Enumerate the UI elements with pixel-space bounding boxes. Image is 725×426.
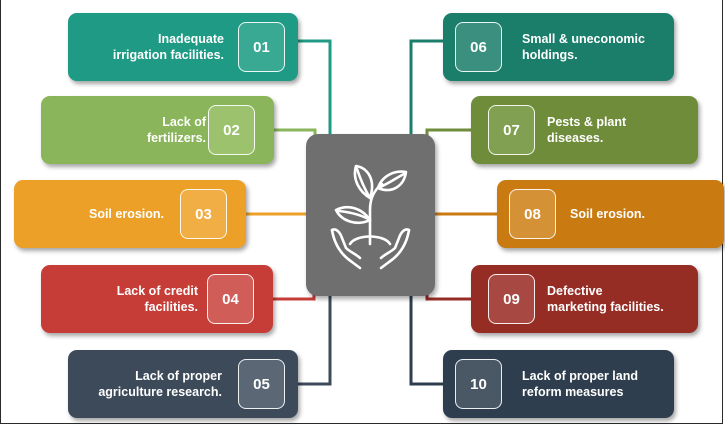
factor-number-badge: 06 [455,22,502,72]
factor-text: Lack of proper agriculture research. [98,350,222,418]
factor-text: Lack of proper land reform measures [522,350,638,418]
connector-line-05 [298,296,332,386]
factor-card-06: 06 Small & uneconomic holdings. [443,13,674,81]
factor-text: Small & uneconomic holdings. [522,13,645,81]
factor-text-line2: diseases. [547,131,604,145]
connector-line-07 [425,128,471,140]
factor-text-line1: Lack of proper [135,369,222,383]
factor-text-line2: holdings. [522,48,578,62]
factor-text: Inadequate irrigation facilities. [113,13,224,81]
connector-line-09 [425,290,471,301]
factor-text-line2: reform measures [522,385,624,399]
factor-card-05: Lack of proper agriculture research. 05 [68,350,298,418]
factor-text-line2: facilities. [144,300,199,314]
factor-text-line1: Soil erosion. [570,207,646,221]
factor-number-badge: 02 [208,105,255,155]
factor-card-10: 10 Lack of proper land reform measures [443,350,674,418]
plant-in-hands-icon [330,164,411,270]
factor-text-line1: Soil erosion. [88,207,164,221]
factor-text-line1: Lack of [162,115,206,129]
factor-text-line1: Pests & plant [547,115,627,129]
factor-number-badge: 01 [238,22,285,72]
factor-number-badge: 07 [488,105,535,155]
factor-text-line1: Defective [547,284,603,298]
factor-text-line1: Small & uneconomic [522,32,645,46]
factor-text: Defective marketing facilities. [547,265,664,333]
factor-card-07: 07 Pests & plant diseases. [471,96,698,164]
factor-text-line2: agriculture research. [98,385,222,399]
connector-line-10 [409,296,443,386]
factor-text-line2: fertilizers. [146,131,206,145]
factor-text: Soil erosion. [570,180,645,248]
factor-number-badge: 03 [180,189,227,239]
factor-text: Lack of fertilizers. [147,96,206,164]
factor-text: Lack of credit facilities. [117,265,198,333]
factor-number-badge: 04 [207,274,254,324]
factor-text: Soil erosion. [89,180,164,248]
factor-text-line2: irrigation facilities. [112,48,224,62]
factor-text-line1: Inadequate [158,32,224,46]
factor-text: Pests & plant diseases. [547,96,626,164]
factor-number-badge: 10 [455,359,502,409]
connector-line-06 [409,39,443,134]
factor-card-02: Lack of fertilizers. 02 [41,96,274,164]
factor-card-01: Inadequate irrigation facilities. 01 [68,13,298,81]
factor-number-badge: 09 [488,274,535,324]
factor-number-badge: 05 [238,359,285,409]
factor-card-08: 08 Soil erosion. [497,180,724,248]
factor-text-line1: Lack of proper land [522,369,638,383]
factor-text-line1: Lack of credit [116,284,198,298]
center-hub [306,134,435,296]
factor-card-09: 09 Defective marketing facilities. [471,265,698,333]
factor-card-04: Lack of credit facilities. 04 [41,265,273,333]
connector-line-01 [298,39,332,134]
factor-text-line2: marketing facilities. [547,300,664,314]
factor-card-03: Soil erosion. 03 [14,180,246,248]
factor-number-badge: 08 [509,189,556,239]
